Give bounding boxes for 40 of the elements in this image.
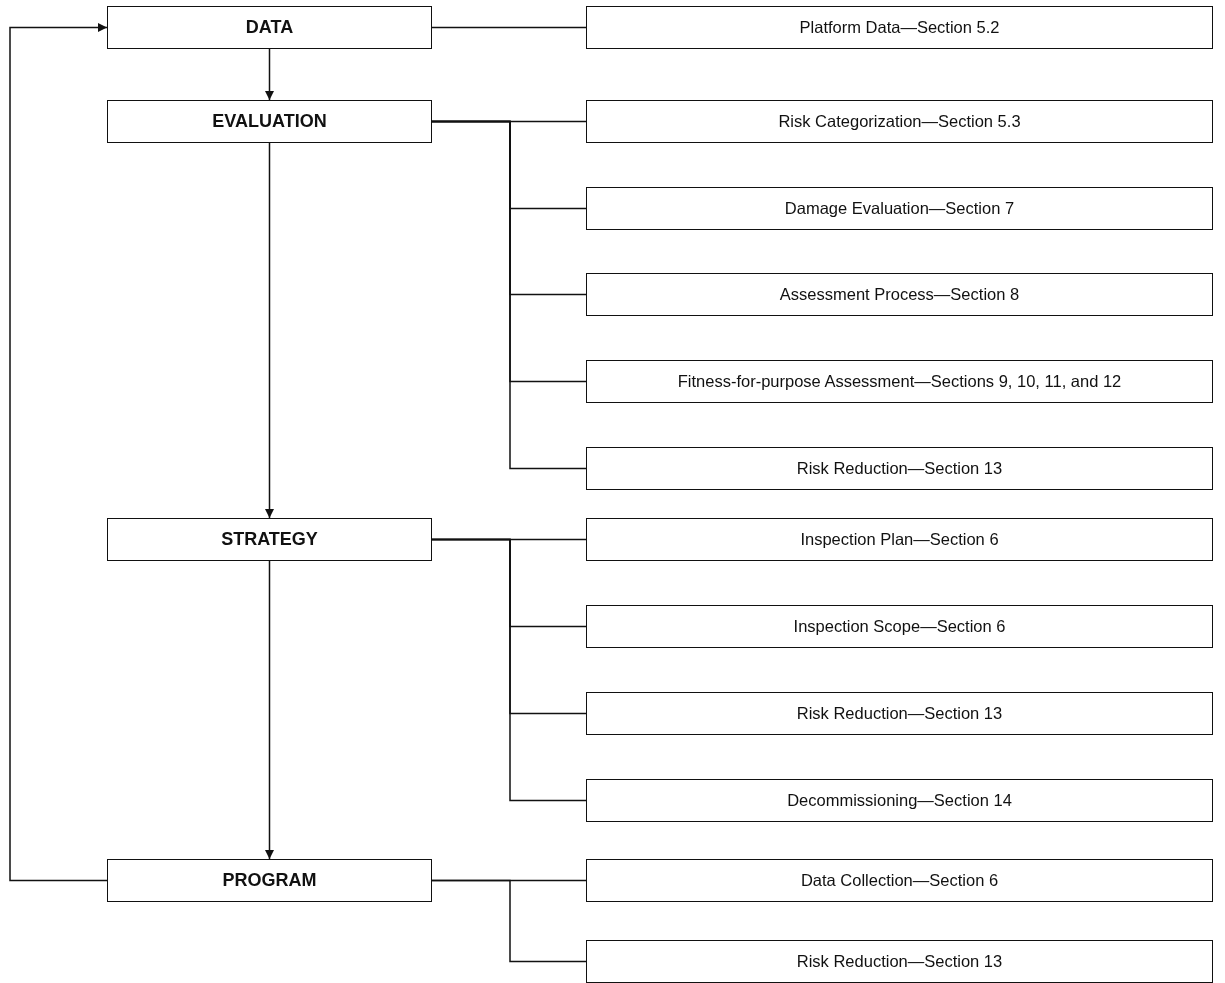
- section-box: [586, 273, 1213, 316]
- stage-box: [107, 100, 432, 143]
- section-box: [586, 518, 1213, 561]
- section-box: [586, 447, 1213, 490]
- box-label: Assessment Process—Section 8: [779, 285, 1020, 304]
- box-label: Inspection Scope—Section 6: [793, 617, 1006, 636]
- connector-line: [431, 120, 587, 470]
- box-label: PROGRAM: [222, 870, 317, 891]
- box-label: Data Collection—Section 6: [800, 871, 999, 890]
- section-box: [586, 100, 1213, 143]
- box-label: Decommissioning—Section 14: [787, 791, 1012, 810]
- stage-box: [107, 6, 432, 49]
- arrow: [265, 142, 274, 519]
- connector-line: [431, 538, 587, 802]
- box-label: DATA: [245, 17, 294, 38]
- arrow: [9, 23, 108, 882]
- box-label: Inspection Plan—Section 6: [800, 530, 999, 549]
- section-box: [586, 187, 1213, 230]
- connector-line: [431, 879, 587, 963]
- section-box: [586, 360, 1213, 403]
- connector-line: [431, 26, 587, 29]
- box-label: EVALUATION: [212, 111, 327, 132]
- section-box: [586, 940, 1213, 983]
- arrow: [265, 48, 274, 101]
- stage-box: [107, 859, 432, 902]
- section-box: [586, 692, 1213, 735]
- box-label: Risk Reduction—Section 13: [796, 704, 1003, 723]
- box-label: Fitness-for-purpose Assessment—Sections 9, 10, 11, and 12: [677, 372, 1122, 391]
- section-box: [586, 6, 1213, 49]
- stage-box: [107, 518, 432, 561]
- section-box: [586, 605, 1213, 648]
- box-label: Risk Reduction—Section 13: [796, 459, 1003, 478]
- arrow: [265, 560, 274, 860]
- box-label: Risk Categorization—Section 5.3: [778, 112, 1021, 131]
- section-box: [586, 859, 1213, 902]
- box-label: STRATEGY: [221, 529, 318, 550]
- box-label: Platform Data—Section 5.2: [799, 18, 1000, 37]
- box-label: Risk Reduction—Section 13: [796, 952, 1003, 971]
- box-label: Damage Evaluation—Section 7: [784, 199, 1015, 218]
- section-box: [586, 779, 1213, 822]
